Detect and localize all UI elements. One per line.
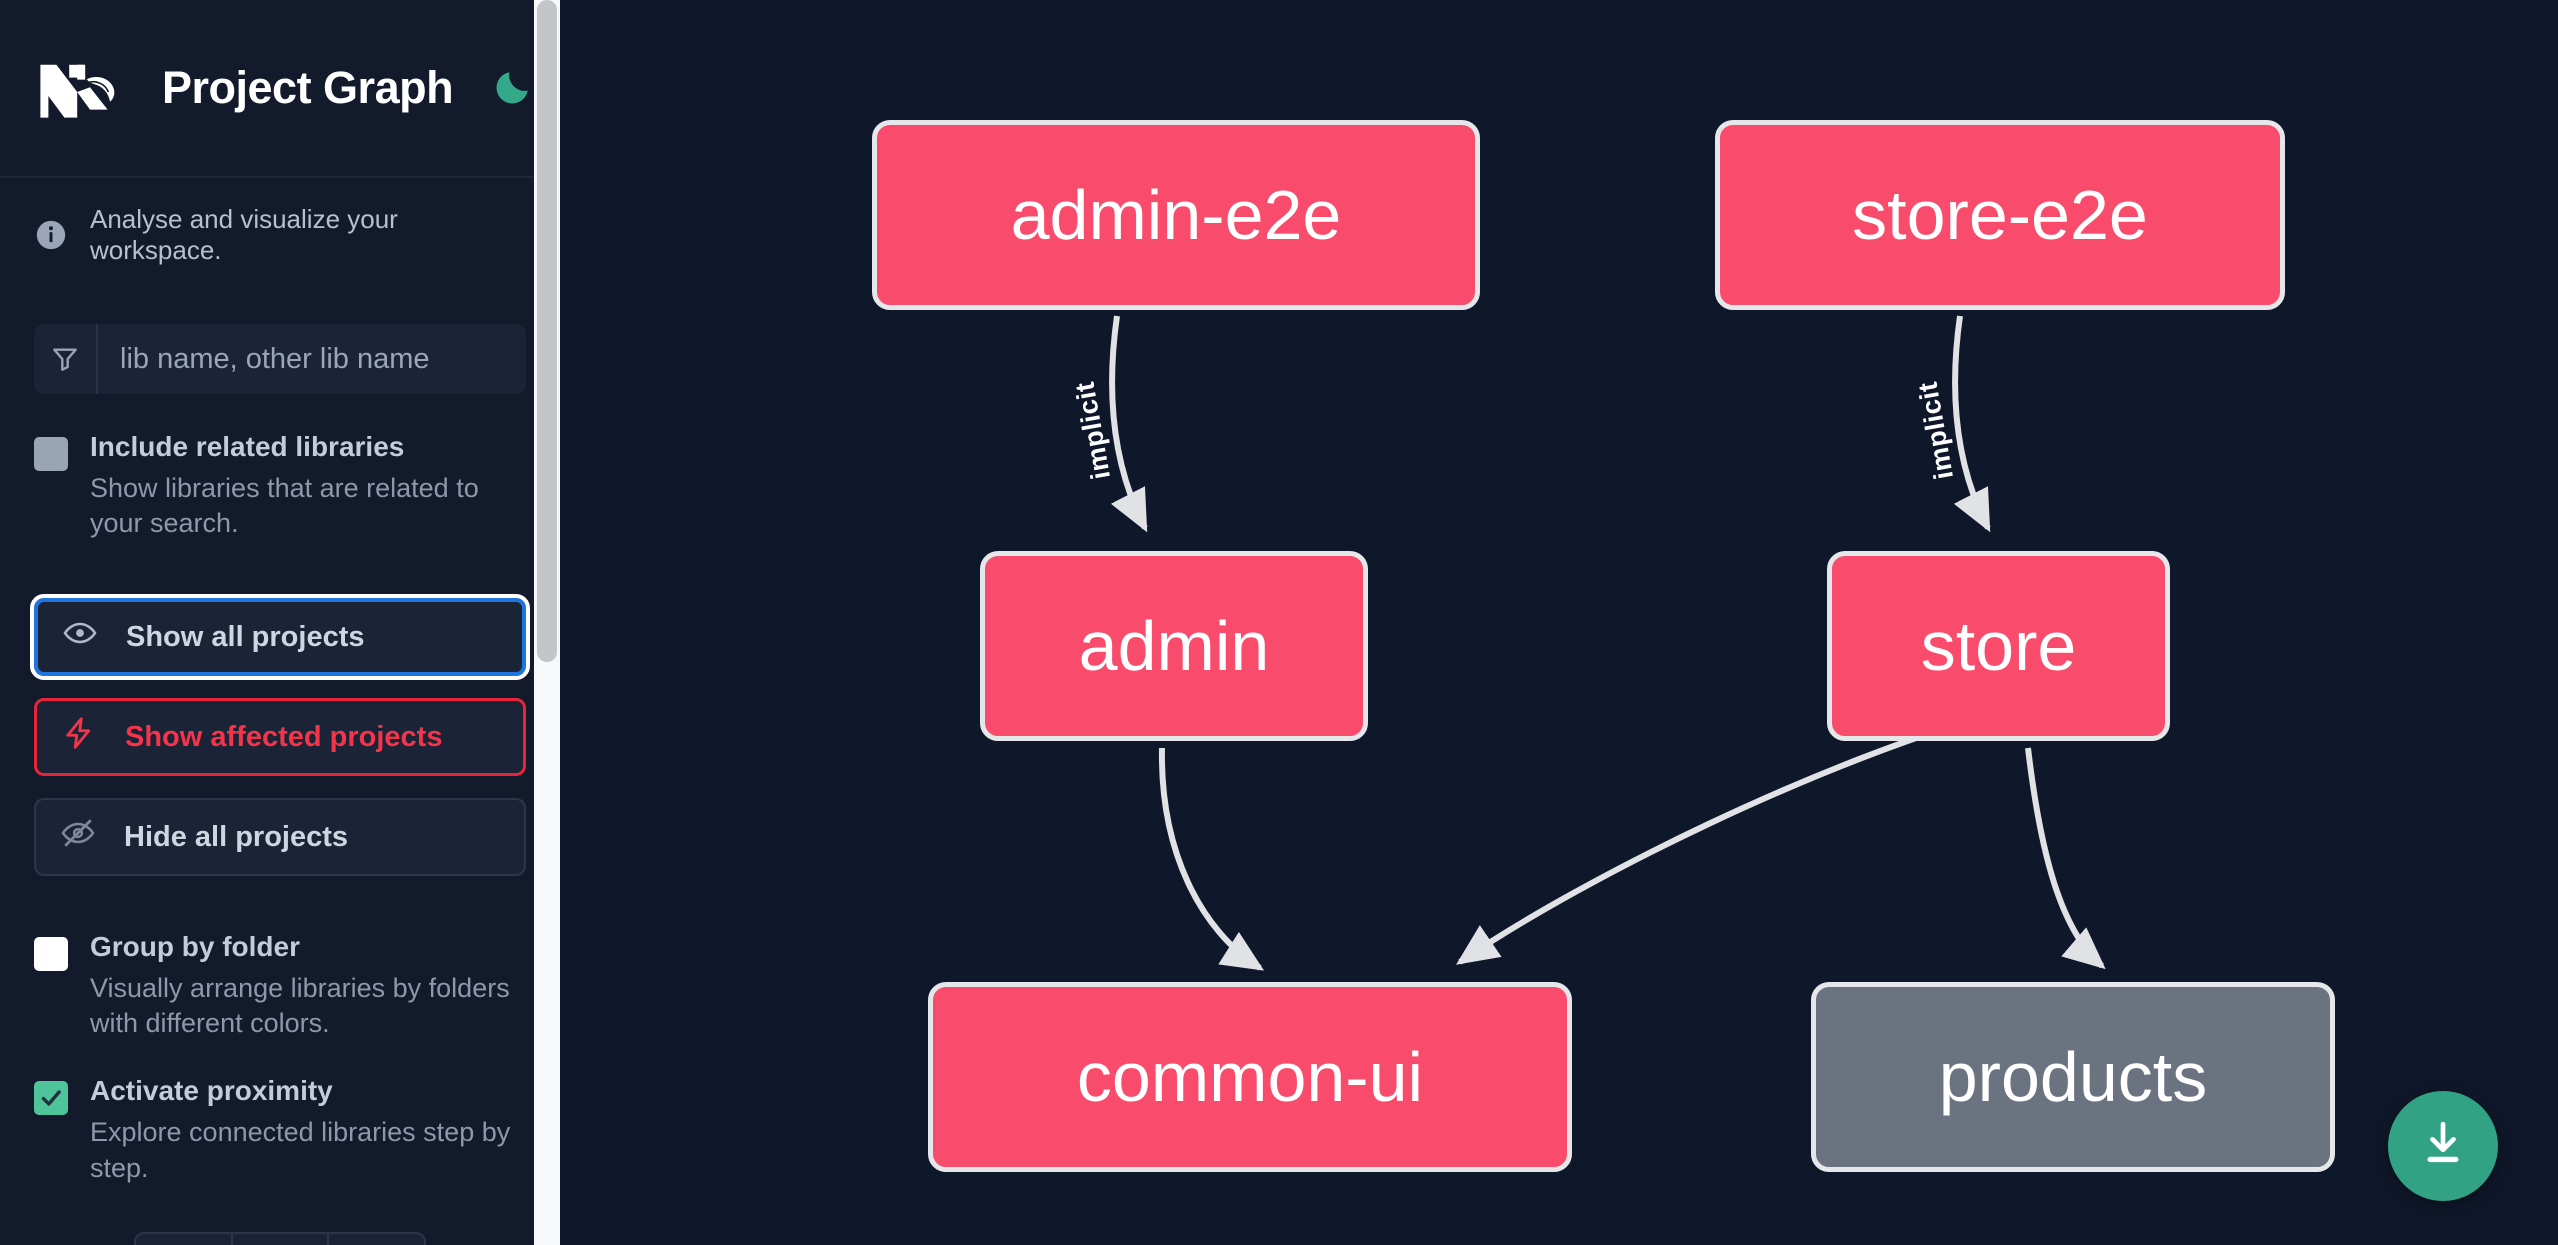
search-input[interactable] <box>98 324 526 394</box>
checkbox-row-include-related-libraries[interactable]: Include related libraries Show libraries… <box>34 431 526 542</box>
info-icon <box>34 218 68 252</box>
graph-node-label: store-e2e <box>1852 176 2148 254</box>
segment-3[interactable] <box>329 1234 424 1245</box>
hide-all-projects-button[interactable]: Hide all projects <box>34 798 526 877</box>
graph-node-admin-e2e[interactable]: admin-e2e <box>872 120 1480 310</box>
filter-icon <box>34 324 98 394</box>
graph-node-label: admin <box>1078 607 1270 685</box>
tagline-row: Analyse and visualize your workspace. <box>0 178 560 266</box>
search-field[interactable] <box>34 324 526 394</box>
edge-store-common-ui <box>1456 705 2013 965</box>
graph-node-label: store <box>1920 607 2077 685</box>
group-by-folder-checkbox[interactable] <box>34 937 68 972</box>
graph-edges <box>1109 315 2106 971</box>
show-all-projects-label: Show all projects <box>126 620 365 653</box>
graph-node-label: products <box>1938 1038 2208 1116</box>
show-all-projects-button[interactable]: Show all projects <box>30 594 530 681</box>
graph-node-label: admin-e2e <box>1010 176 1342 254</box>
eye-icon <box>62 615 98 659</box>
group-by-folder-label: Group by folder <box>90 931 300 963</box>
include-related-libraries-description: Show libraries that are related to your … <box>90 472 479 539</box>
graph-node-store-e2e[interactable]: store-e2e <box>1715 120 2285 310</box>
sidebar-scrollbar-track[interactable] <box>534 0 560 1245</box>
activate-proximity-checkbox[interactable] <box>34 1081 68 1116</box>
edge-admin-e2e-admin <box>1109 315 1148 533</box>
show-affected-projects-label: Show affected projects <box>125 720 443 753</box>
tagline-text: Analyse and visualize your workspace. <box>90 204 398 265</box>
sidebar-header: Project Graph <box>0 0 560 178</box>
show-affected-projects-button[interactable]: Show affected projects <box>34 698 526 777</box>
checkbox-row-activate-proximity[interactable]: Activate proximity Explore connected lib… <box>34 1075 526 1186</box>
moon-icon[interactable] <box>491 62 533 114</box>
graph-node-common-ui[interactable]: common-ui <box>928 982 1572 1172</box>
nx-logo-icon <box>34 55 130 121</box>
edge-admin-common-ui <box>1158 747 1265 971</box>
graph-node-admin[interactable]: admin <box>980 551 1368 741</box>
activate-proximity-label: Activate proximity <box>90 1075 333 1107</box>
checkbox-row-group-by-folder[interactable]: Group by folder Visually arrange librari… <box>34 931 526 1042</box>
graph-node-store[interactable]: store <box>1827 551 2170 741</box>
include-related-libraries-label: Include related libraries <box>90 431 405 462</box>
page-title: Project Graph <box>162 62 454 113</box>
include-related-libraries-checkbox[interactable] <box>34 437 68 471</box>
eye-off-icon <box>60 815 96 859</box>
proximity-segmented-control[interactable] <box>134 1232 426 1245</box>
download-button[interactable] <box>2388 1091 2498 1201</box>
graph-canvas[interactable]: admin-e2e store-e2e admin store common-u… <box>560 0 2558 1245</box>
download-icon <box>2415 1116 2471 1177</box>
lightning-icon <box>61 715 97 759</box>
sidebar: Project Graph Analyse and visualize your… <box>0 0 560 1245</box>
edge-store-e2e-store <box>1952 315 1991 533</box>
group-by-folder-description: Visually arrange libraries by folders wi… <box>90 972 510 1039</box>
button-stack: Show all projects Show affected projects <box>30 594 530 877</box>
graph-node-label: common-ui <box>1076 1038 1424 1116</box>
hide-all-projects-label: Hide all projects <box>124 820 349 853</box>
edge-store-products <box>2025 747 2106 970</box>
segment-1[interactable] <box>136 1234 233 1245</box>
activate-proximity-description: Explore connected libraries step by step… <box>90 1116 511 1183</box>
segment-2[interactable] <box>233 1234 330 1245</box>
sidebar-scrollbar-thumb[interactable] <box>537 0 557 662</box>
graph-node-products[interactable]: products <box>1811 982 2335 1172</box>
